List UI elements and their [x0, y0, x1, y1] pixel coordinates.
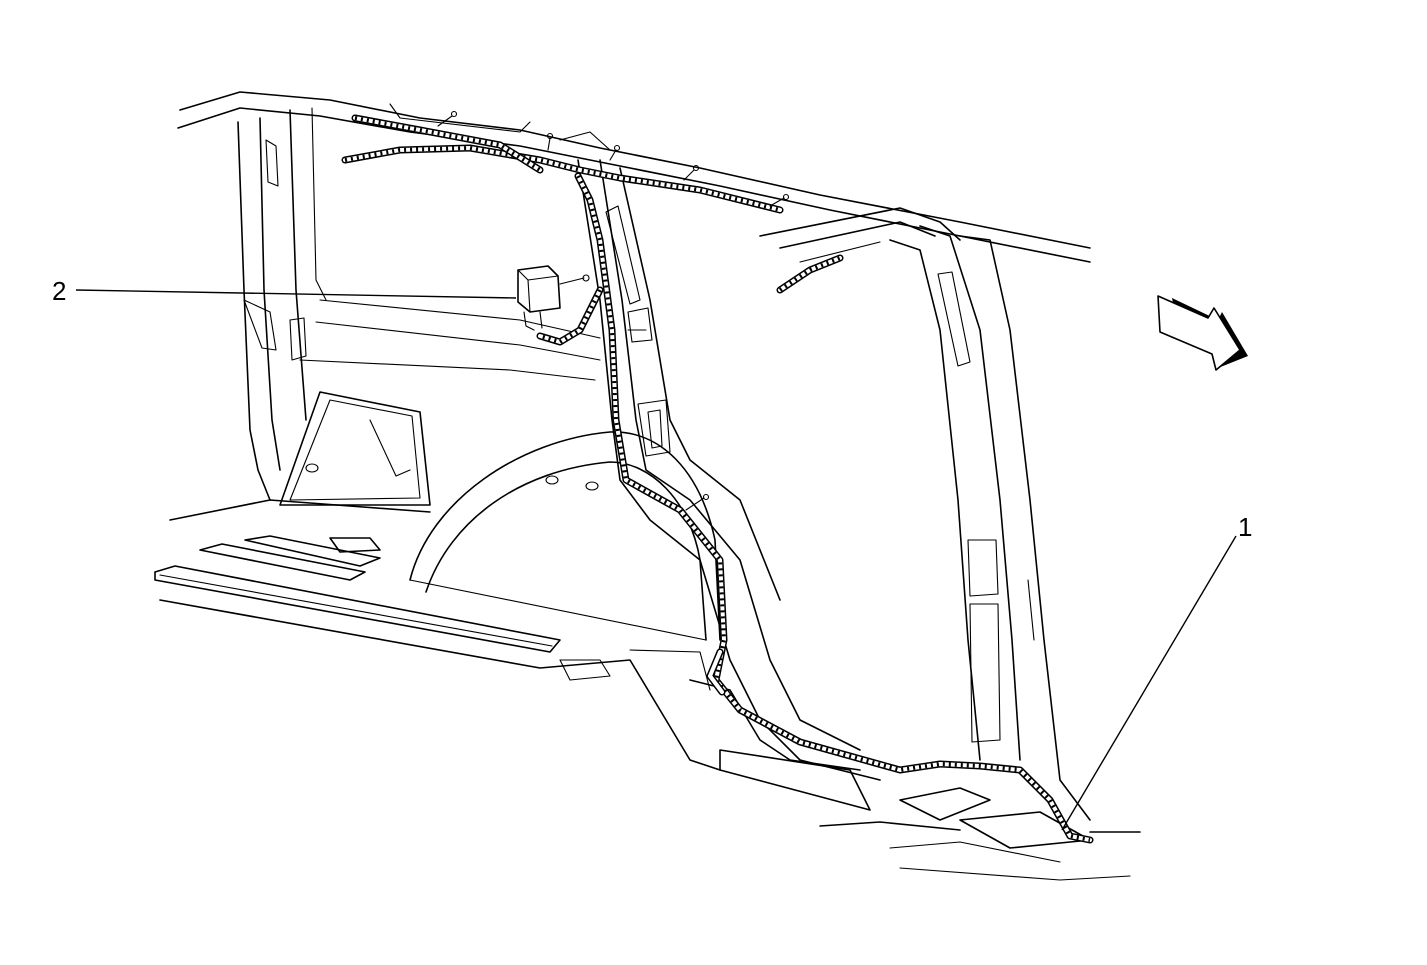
- rear-door-opening: [889, 225, 1141, 849]
- roof-rail: [177, 91, 1091, 263]
- callout-2-label: 2: [52, 276, 67, 306]
- callout-1-leader: [1061, 535, 1237, 831]
- left-pillar: [237, 107, 327, 501]
- forward-direction-arrow-icon: [1157, 295, 1248, 371]
- center-pillar: [577, 159, 881, 811]
- callout-1-label: 1: [1238, 512, 1253, 542]
- storage-compartment: [169, 391, 431, 521]
- cargo-floor: [154, 535, 1131, 881]
- harness-clips: [437, 110, 790, 511]
- wiring-harness: [341, 114, 1094, 844]
- harness-connector: [517, 265, 590, 331]
- callout-2-leader: [75, 289, 517, 299]
- wheel-well: [409, 431, 721, 691]
